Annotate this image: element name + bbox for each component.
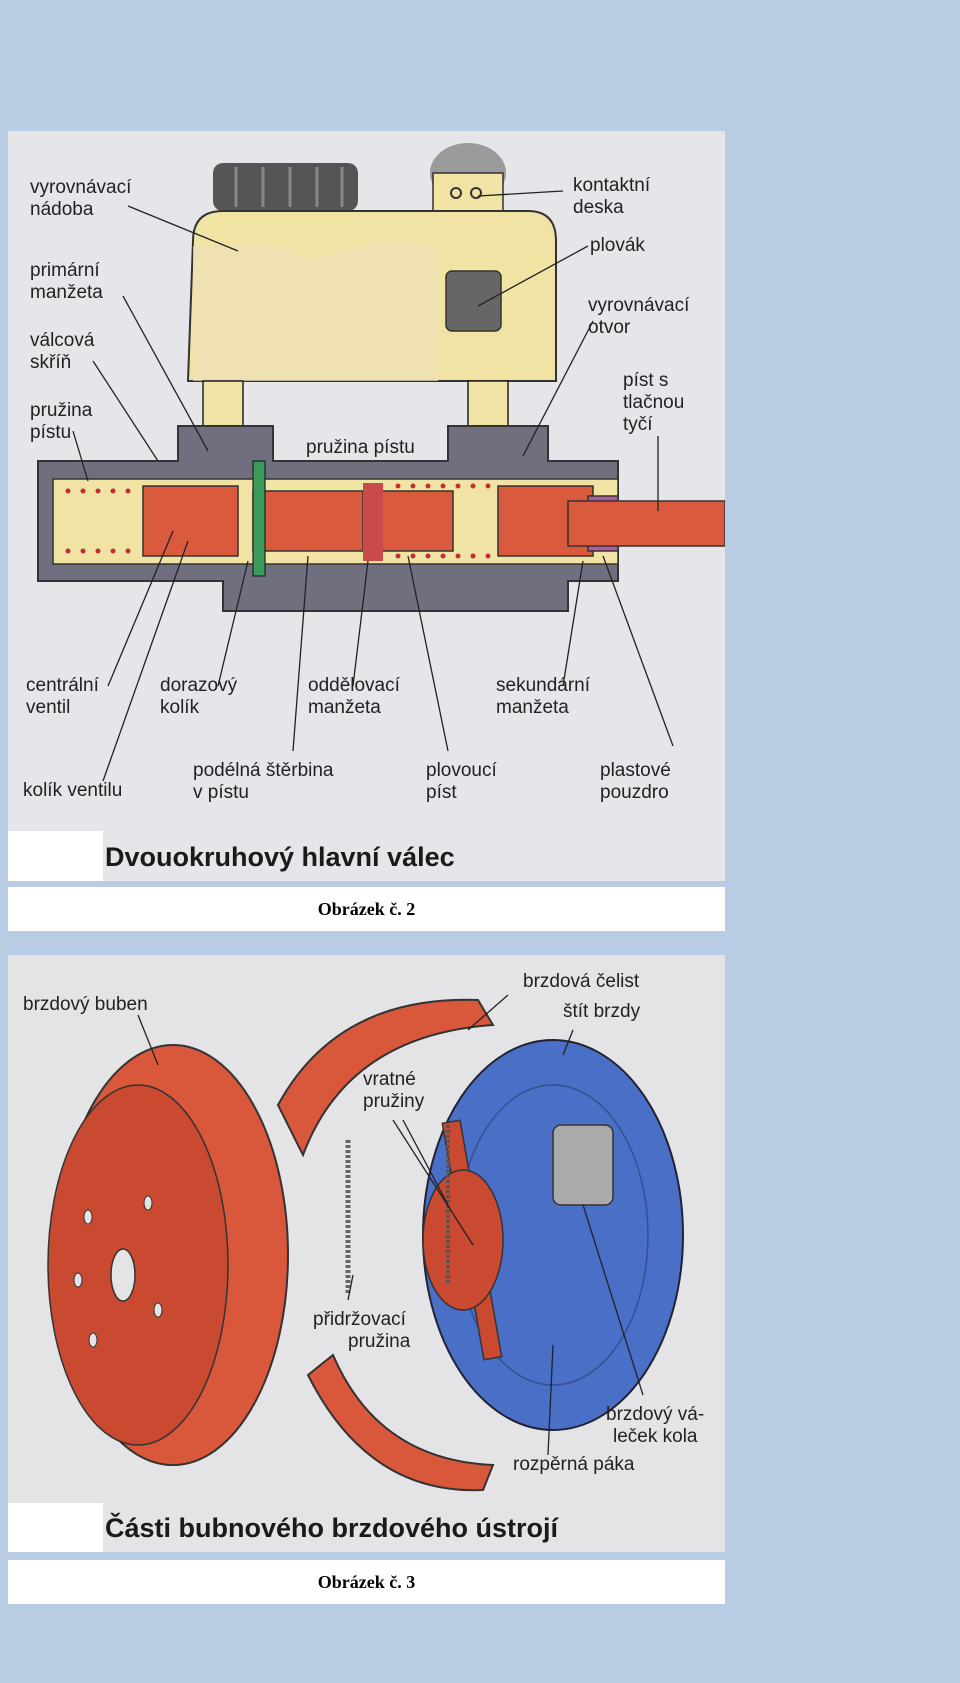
- label-vyrovnavaci-nadoba-2: nádoba: [30, 199, 94, 220]
- figure1-title: Dvouokruhový hlavní válec: [105, 842, 455, 872]
- label-primarni-manzeta-1: primární: [30, 260, 100, 281]
- label-pist-s-tlacnou-tyci-2: tlačnou: [623, 392, 684, 413]
- label-brzdovy-valecek-1: brzdový vá-: [606, 1404, 704, 1425]
- label-sekundarni-manzeta-1: sekundární: [496, 675, 591, 696]
- label-podelna-sterbina-2: v pístu: [193, 782, 249, 803]
- label-kontaktni-deska-1: kontaktní: [573, 175, 651, 196]
- label-vratne-pruziny-2: pružiny: [363, 1091, 425, 1112]
- label-pruzina-pistu-left-2: pístu: [30, 422, 71, 443]
- label-pist-s-tlacnou-tyci-3: tyčí: [623, 414, 653, 435]
- label-brzdovy-valecek-2: leček kola: [613, 1426, 698, 1447]
- label-vyrovnavaci-nadoba-1: vyrovnávací: [30, 177, 132, 198]
- label-primarni-manzeta-2: manžeta: [30, 282, 103, 303]
- push-rod: [567, 500, 726, 547]
- figure2-title: Části bubnového brzdového ústrojí: [105, 1512, 560, 1543]
- drum-brake-diagram: brzdový buben brzdová čelist štít brzdy …: [8, 971, 704, 1552]
- primary-piston: [252, 490, 364, 552]
- svg-text:brzdový vá-leček kola: brzdový vá-leček kola: [606, 1404, 704, 1447]
- label-pist-s-tlacnou-tyci-1: píst s: [623, 370, 668, 391]
- label-dorazovy-kolik-2: kolík: [160, 697, 200, 718]
- label-plovouci-pist-1: plovoucí: [426, 760, 497, 781]
- label-plovouci-pist-2: píst: [426, 782, 457, 803]
- label-pruzina-pistu-center: pružina pístu: [306, 437, 415, 458]
- label-kontaktni-deska-2: deska: [573, 197, 624, 218]
- label-valcova-skrin-2: skříň: [30, 352, 71, 373]
- drum-brake-figure: brzdový buben brzdová čelist štít brzdy …: [8, 955, 725, 1552]
- label-podelna-sterbina-1: podélná štěrbina: [193, 760, 334, 781]
- label-plovak: plovák: [590, 235, 645, 256]
- figure2-caption: Obrázek č. 3: [8, 1560, 725, 1604]
- label-stit-brzdy: štít brzdy: [563, 1001, 641, 1022]
- label-brzdova-celist: brzdová čelist: [523, 971, 640, 992]
- label-pruzina-pistu-left-1: pružina: [30, 400, 93, 421]
- label-vratne-pruziny-1: vratné: [363, 1069, 416, 1090]
- label-centralni-ventil-2: ventil: [26, 697, 70, 718]
- label-oddelovaci-manzeta-2: manžeta: [308, 697, 381, 718]
- figure1-caption: Obrázek č. 2: [8, 887, 725, 931]
- label-pridrzovaci-pruzina-1: přidržovací: [313, 1309, 407, 1330]
- floating-piston: [377, 490, 454, 552]
- wheel-cylinder: [552, 1124, 614, 1206]
- label-rozperna-paka: rozpěrná páka: [513, 1454, 635, 1475]
- label-oddelovaci-manzeta-1: oddělovací: [308, 675, 401, 696]
- label-pridrzovaci-pruzina-2: pružina: [348, 1331, 411, 1352]
- label-sekundarni-manzeta-2: manžeta: [496, 697, 569, 718]
- label-kolik-ventilu: kolík ventilu: [23, 780, 122, 801]
- label-plastove-pouzdro-2: pouzdro: [600, 782, 669, 803]
- label-brzdovy-buben: brzdový buben: [23, 994, 148, 1015]
- label-dorazovy-kolik-1: dorazový: [160, 675, 238, 696]
- label-valcova-skrin-1: válcová: [30, 330, 95, 351]
- label-plastove-pouzdro-1: plastové: [600, 760, 671, 781]
- reservoir-cap: [213, 163, 358, 211]
- label-vyrovnavaci-otvor-1: vyrovnávací: [588, 295, 690, 316]
- float: [445, 270, 502, 332]
- stop-pin: [252, 460, 266, 577]
- label-centralni-ventil-1: centrální: [26, 675, 100, 696]
- brake-shoe-upper: [276, 998, 495, 1158]
- label-vyrovnavaci-otvor-2: otvor: [588, 317, 631, 338]
- brake-shoe-lower: [306, 1353, 495, 1492]
